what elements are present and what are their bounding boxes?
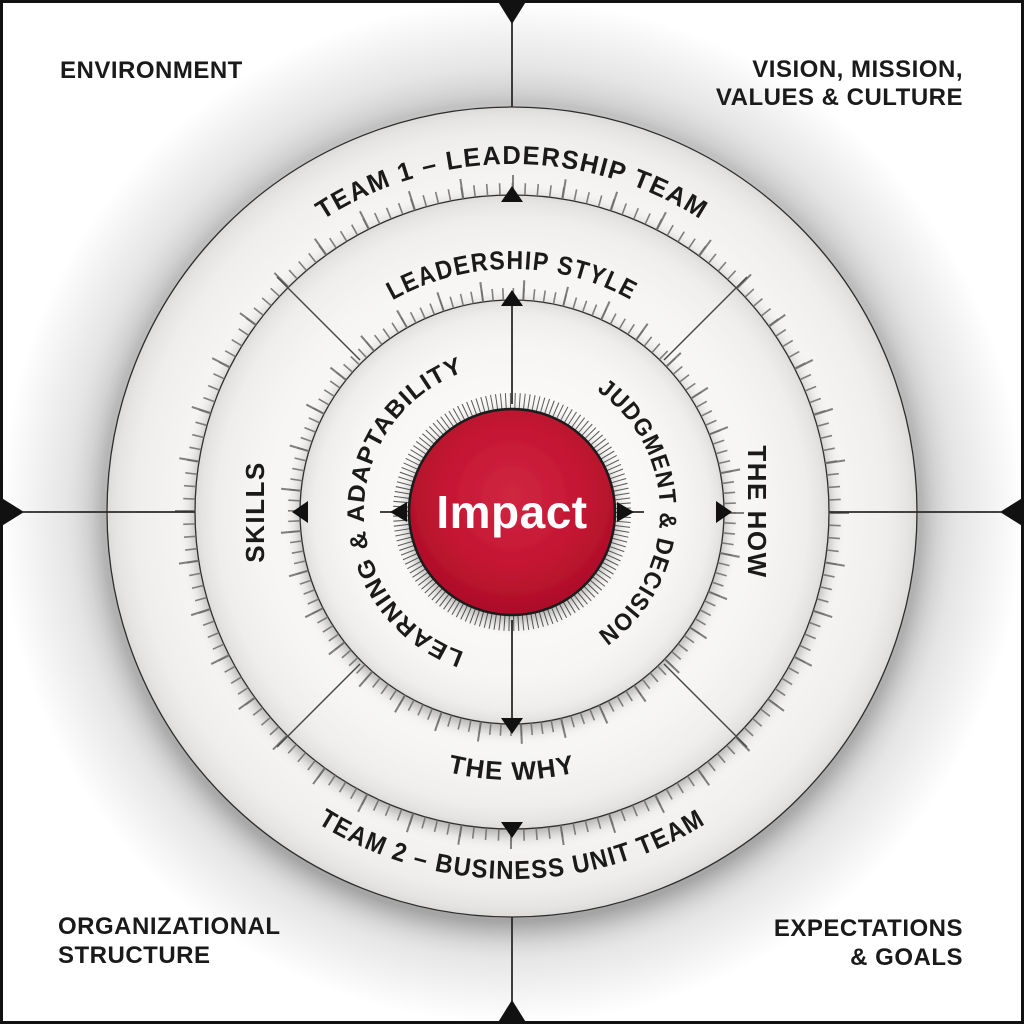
- corner-label-expectations-line2: & GOALS: [850, 944, 963, 971]
- center-label-impact: Impact: [436, 486, 587, 538]
- ring-arrow-bottom-outer-icon: [501, 822, 523, 838]
- ring-arrow-right-icon: [716, 501, 732, 523]
- diagonal-divider-nw: [276, 276, 361, 361]
- label-skills: SKILLS: [240, 461, 270, 562]
- diagonal-divider-ne: [663, 276, 748, 361]
- center-arrow-left-icon: [390, 502, 407, 522]
- center-arrow-right-icon: [617, 502, 634, 522]
- ring-arrow-top-outer-icon: [501, 186, 523, 202]
- right-edge-arrow-icon: [1000, 497, 1024, 527]
- bottom-edge-arrow-icon: [497, 1000, 527, 1024]
- label-the-how: THE HOW: [742, 445, 772, 578]
- corner-label-vision-line1: VISION, MISSION,: [752, 56, 963, 83]
- ring-arrow-left-icon: [292, 501, 308, 523]
- corner-label-expectations-line1: EXPECTATIONS: [774, 915, 963, 942]
- inner-boundary-ticks-major: [280, 280, 744, 744]
- corner-label-environment: ENVIRONMENT: [60, 57, 243, 84]
- corner-label-org-line1: ORGANIZATIONAL: [58, 913, 281, 940]
- corner-label-vision-line2: VALUES & CULTURE: [716, 84, 963, 111]
- diagonal-divider-sw: [276, 663, 361, 748]
- impact-center-circle: [407, 407, 617, 617]
- left-edge-arrow-icon: [0, 497, 24, 527]
- ring-arrow-bottom-inner-icon: [501, 718, 523, 734]
- top-edge-arrow-icon: [497, 0, 527, 24]
- corner-label-org-line2: STRUCTURE: [58, 942, 211, 969]
- ring-arrow-top-inner-icon: [501, 290, 523, 306]
- diagonal-divider-se: [663, 663, 748, 748]
